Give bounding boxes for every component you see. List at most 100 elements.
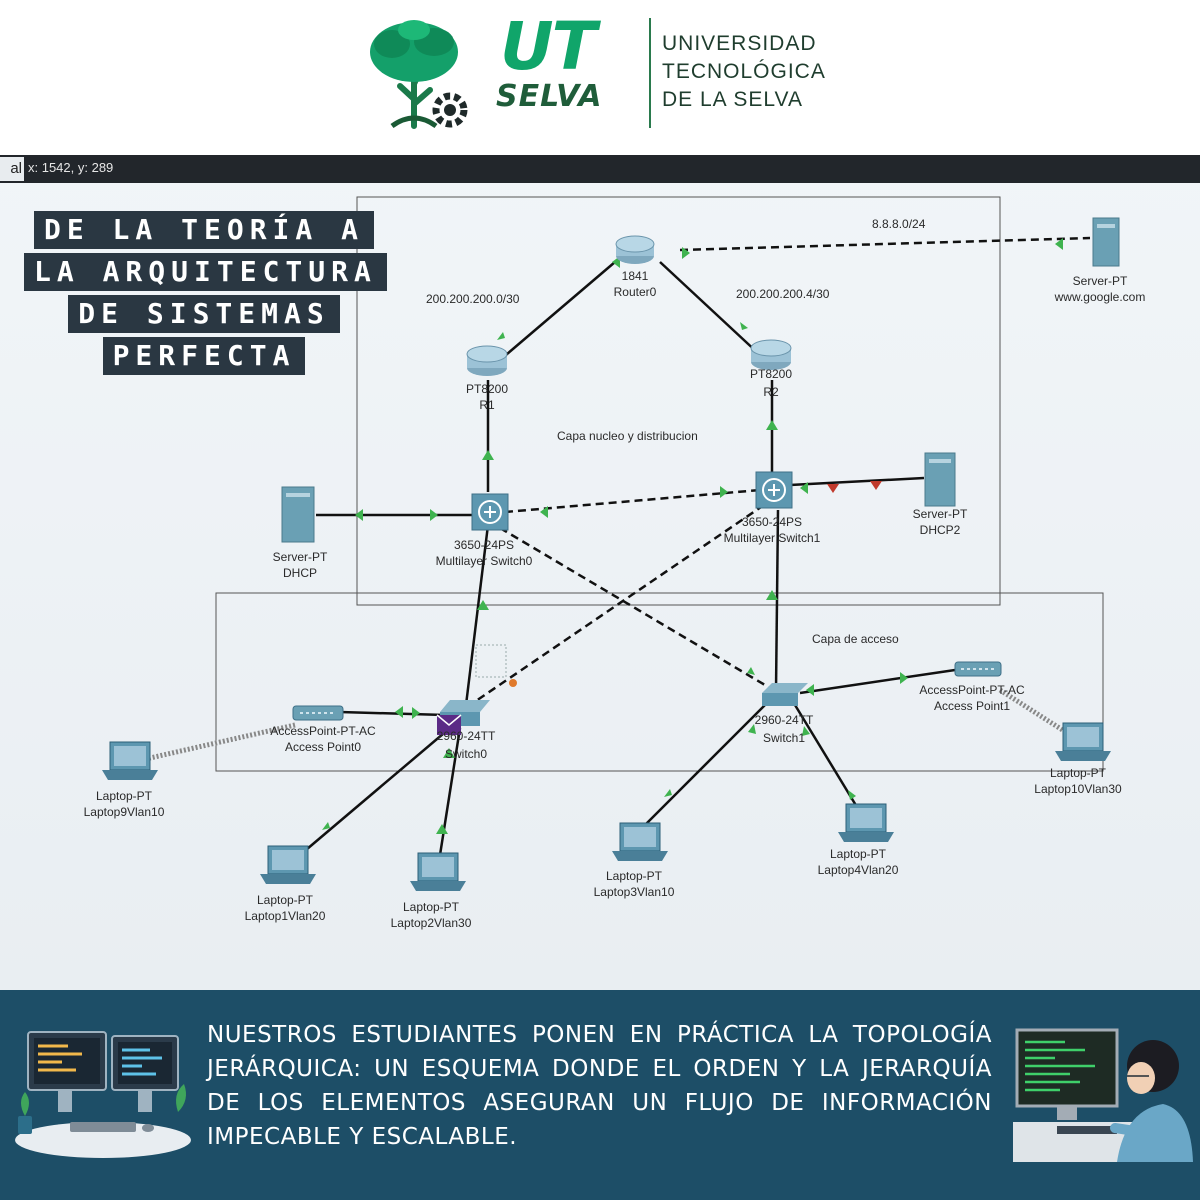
programmer-at-computer-icon — [1013, 1028, 1193, 1162]
laptop1-icon[interactable] — [260, 845, 316, 884]
net-right-label: 200.200.200.4/30 — [736, 287, 830, 301]
link-sw0-l1 — [299, 727, 451, 856]
topology-screenshot: 8.8.8.0/24 200.200.200.0/30 200.200.200.… — [0, 155, 1200, 990]
mls1-name: Multilayer Switch1 — [724, 531, 821, 545]
l10-model: Laptop-PT — [1050, 766, 1107, 780]
ap1-model: AccessPoint-PT-AC — [919, 683, 1025, 697]
link-ap1-sw1 — [799, 668, 956, 695]
server-dhcp-name: DHCP — [283, 566, 317, 580]
server-google-name: www.google.com — [1054, 290, 1146, 304]
l4-name: Laptop4Vlan20 — [818, 863, 899, 877]
l2-name: Laptop2Vlan30 — [391, 916, 472, 930]
server-dhcp2-icon[interactable] — [924, 452, 956, 507]
university-line-1: UNIVERSIDAD — [662, 32, 817, 55]
server-dhcp-model: Server-PT — [273, 550, 328, 564]
link-ap0-sw0 — [339, 710, 446, 717]
mls0-name: Multilayer Switch0 — [436, 554, 533, 568]
headline-banner: DE LA TEORÍA A LA ARQUITECTURA DE SISTEM… — [24, 211, 387, 379]
link-mls1-sw0 — [469, 503, 765, 707]
laptop3-icon[interactable] — [612, 822, 668, 861]
server-dhcp2-model: Server-PT — [913, 507, 968, 521]
l1-model: Laptop-PT — [257, 893, 314, 907]
link-ap0-l9 — [149, 722, 296, 761]
router-r1-icon[interactable] — [466, 345, 508, 376]
packet-trail — [475, 644, 507, 678]
headline-line-4: PERFECTA — [102, 337, 306, 375]
app-status-bar: al x: 1542, y: 289 — [0, 155, 1200, 183]
sw1-name: Switch1 — [763, 731, 805, 745]
network-topology-diagram: 8.8.8.0/24 200.200.200.0/30 200.200.200.… — [84, 196, 1146, 930]
ap0-model: AccessPoint-PT-AC — [270, 724, 376, 738]
network-links — [149, 236, 1091, 856]
laptop4-icon[interactable] — [838, 803, 894, 842]
link-sw1-l3 — [644, 704, 766, 826]
logo-selva-text: SELVA — [496, 79, 603, 114]
server-google-model: Server-PT — [1073, 274, 1128, 288]
r1-model: PT8200 — [466, 382, 508, 396]
router0-model: 1841 — [622, 269, 649, 283]
link-orange-marker — [509, 679, 517, 687]
mls0-model: 3650-24PS — [454, 538, 514, 552]
headline-line-3: DE SISTEMAS — [68, 295, 340, 333]
ap0-name: Access Point0 — [285, 740, 361, 754]
switch0-icon[interactable] — [436, 700, 490, 735]
router0-icon[interactable] — [615, 235, 655, 264]
l1-name: Laptop1Vlan20 — [245, 909, 326, 923]
access-layer-label: Capa de acceso — [812, 632, 899, 646]
logo-divider — [649, 18, 651, 128]
link-router0-r2 — [659, 261, 761, 356]
l4-model: Laptop-PT — [830, 847, 887, 861]
link-router0-r1 — [499, 261, 616, 361]
cursor-coordinates: x: 1542, y: 289 — [28, 160, 114, 175]
headline-line-1: DE LA TEORÍA A — [33, 211, 374, 249]
access-point0-icon[interactable] — [292, 705, 344, 721]
l10-name: Laptop10Vlan30 — [1034, 782, 1122, 796]
app-tab[interactable]: al — [0, 157, 24, 181]
multilayer-switch0-icon[interactable] — [471, 493, 509, 531]
mls1-model: 3650-24PS — [742, 515, 802, 529]
access-layer-area — [215, 592, 1104, 772]
tree-gear-logo-icon — [370, 20, 468, 129]
headline-line-2: LA ARQUITECTURA — [24, 253, 387, 291]
sw0-model: 2960-24TT — [437, 729, 496, 743]
r2-name: R2 — [763, 385, 779, 399]
link-mls0-sw0 — [464, 524, 490, 706]
access-point1-icon[interactable] — [954, 661, 1002, 677]
switch1-icon[interactable] — [762, 683, 808, 706]
sw1-model: 2960-24TT — [755, 713, 814, 727]
l2-model: Laptop-PT — [403, 900, 460, 914]
laptop2-icon[interactable] — [410, 852, 466, 891]
laptop9-icon[interactable] — [102, 741, 158, 780]
r2-model: PT8200 — [750, 367, 792, 381]
server-dhcp2-name: DHCP2 — [920, 523, 961, 537]
net-left-label: 200.200.200.0/30 — [426, 292, 520, 306]
link-down-markers — [827, 481, 882, 493]
net-google-label: 8.8.8.0/24 — [872, 217, 926, 231]
link-router0-google — [679, 236, 1091, 252]
core-layer-area — [356, 196, 1001, 606]
link-ap1-l10 — [998, 687, 1077, 741]
footer-description: Nuestros estudiantes ponen en práctica l… — [207, 1022, 992, 1150]
core-layer-label: Capa nucleo y distribucion — [557, 429, 698, 443]
logo-ut-text: UT — [500, 8, 597, 85]
r1-name: R1 — [479, 398, 495, 412]
link-status-markers — [322, 238, 1063, 834]
l9-model: Laptop-PT — [96, 789, 153, 803]
university-line-3: DE LA SELVA — [662, 88, 803, 111]
page-header: UT SELVA UNIVERSIDAD TECNOLÓGICA DE LA S… — [0, 0, 1200, 155]
multilayer-switch1-icon[interactable] — [755, 471, 793, 509]
ap1-name: Access Point1 — [934, 699, 1010, 713]
link-mls1-dhcp2 — [789, 476, 925, 487]
page-footer: Nuestros estudiantes ponen en práctica l… — [0, 990, 1200, 1200]
server-dhcp-icon[interactable] — [281, 486, 315, 543]
link-mls0-sw1 — [499, 526, 771, 690]
l3-name: Laptop3Vlan10 — [594, 885, 675, 899]
router-r2-icon[interactable] — [750, 339, 792, 370]
laptop10-icon[interactable] — [1055, 722, 1111, 761]
university-line-2: TECNOLÓGICA — [662, 60, 826, 83]
dual-monitor-workstation-icon — [15, 1031, 191, 1158]
university-name: UNIVERSIDAD TECNOLÓGICA DE LA SELVA — [662, 30, 826, 114]
l3-model: Laptop-PT — [606, 869, 663, 883]
server-google-icon[interactable] — [1092, 217, 1120, 267]
l9-name: Laptop9Vlan10 — [84, 805, 165, 819]
